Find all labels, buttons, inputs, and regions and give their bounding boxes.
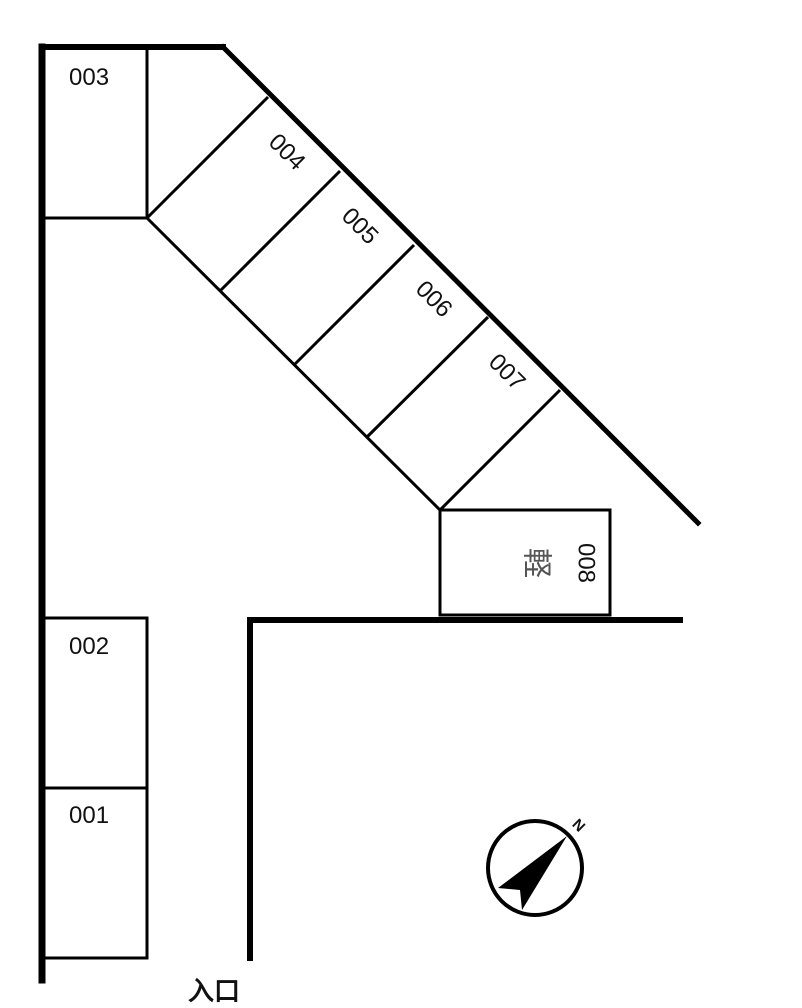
divider-007-right — [438, 388, 562, 512]
space-label-005: 005 — [336, 202, 383, 249]
divider-005-006 — [292, 243, 416, 367]
compass-ring-icon — [486, 819, 584, 917]
diagonal-wall — [219, 43, 702, 527]
north-arrow-icon — [498, 836, 567, 910]
space-label-008: 008 — [573, 543, 600, 583]
entrance-label: 入口 — [188, 977, 240, 1007]
boundary-walls — [38, 43, 702, 984]
space-label-006: 006 — [410, 275, 457, 322]
divider-004-005 — [218, 169, 342, 293]
space-label-003: 003 — [69, 64, 109, 91]
space-label-001: 001 — [69, 802, 109, 829]
parking-spaces-001-002 — [40, 616, 149, 960]
parking-space-008 — [438, 508, 612, 617]
space-label-002: 002 — [69, 633, 109, 660]
diagonal-parking-row — [145, 95, 562, 512]
parking-space-003 — [42, 47, 149, 220]
space-label-007: 007 — [483, 348, 530, 395]
divider-006-007 — [365, 315, 490, 439]
divider-004-left — [145, 95, 270, 220]
kei-car-label: 軽 — [519, 548, 554, 578]
parking-space-001 — [40, 786, 149, 960]
north-compass: N — [486, 816, 589, 917]
space-label-004: 004 — [263, 128, 310, 175]
compass-north-label: N — [569, 816, 589, 836]
